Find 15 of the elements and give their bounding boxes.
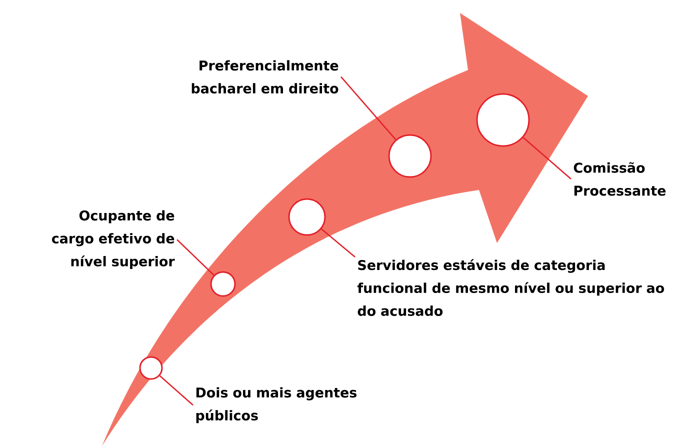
leader-line [522,137,572,180]
label-text: Dois ou mais agentes públicos [196,387,356,424]
label-text: Ocupante de cargo efetivo de nível superior [52,210,175,270]
leader-line [340,76,396,140]
label-text: Comissão Processante [574,162,666,196]
circle-marker [388,134,432,178]
leader-line [159,375,194,406]
circle-marker [288,198,326,236]
circle-marker [210,271,236,297]
circle-marker [476,93,530,147]
circle-marker [139,356,163,380]
label-text: Preferencialmente bacharel em direito [192,60,338,94]
leader-line [321,228,356,258]
leader-line [176,239,214,276]
label-text: Servidores estáveis de categoria funcional de mesmo nível ou superior ao do acusado [357,259,664,316]
